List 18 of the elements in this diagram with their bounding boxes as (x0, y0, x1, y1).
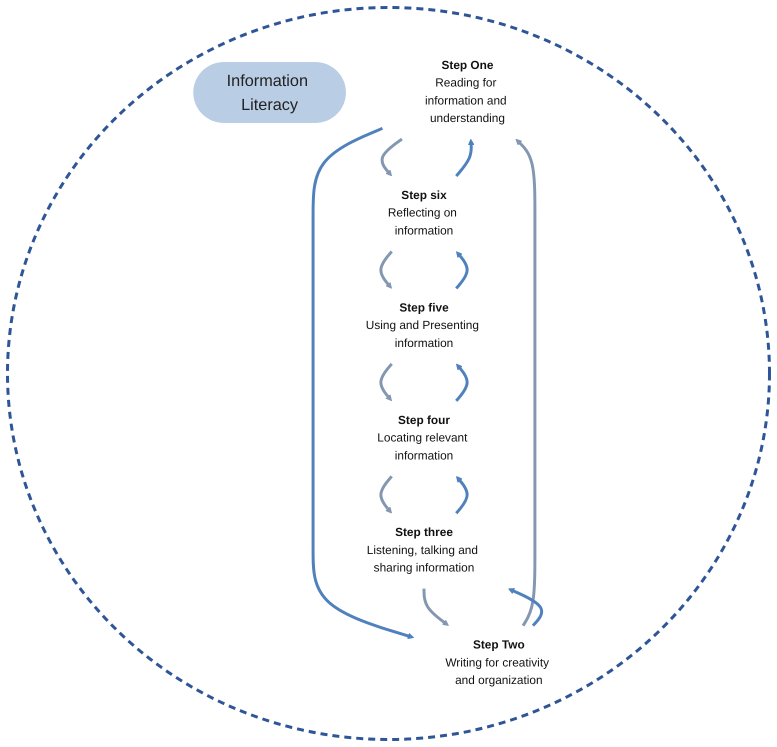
arrow (508, 588, 543, 627)
arrow (380, 138, 402, 176)
arrow (379, 250, 393, 289)
node-text: Step three Listening, talking and sharing information (366, 526, 478, 575)
arrow (311, 126, 414, 640)
node-text: Step five Using and Presenting information (365, 302, 479, 350)
arrow (422, 588, 449, 626)
arrow (379, 362, 393, 402)
node-text: Step One Reading for information and understanding (424, 59, 506, 126)
arrow (454, 138, 474, 178)
node-text: Step Two Writing for creativity and organization (445, 638, 549, 688)
arrow (379, 475, 393, 514)
node-text: Step six Reflecting on information (388, 189, 457, 238)
node-text: Step four Locating relevant information (377, 414, 468, 462)
arrow (515, 138, 536, 626)
arrow (454, 476, 468, 514)
arrow (454, 251, 468, 290)
arrow (454, 364, 468, 402)
